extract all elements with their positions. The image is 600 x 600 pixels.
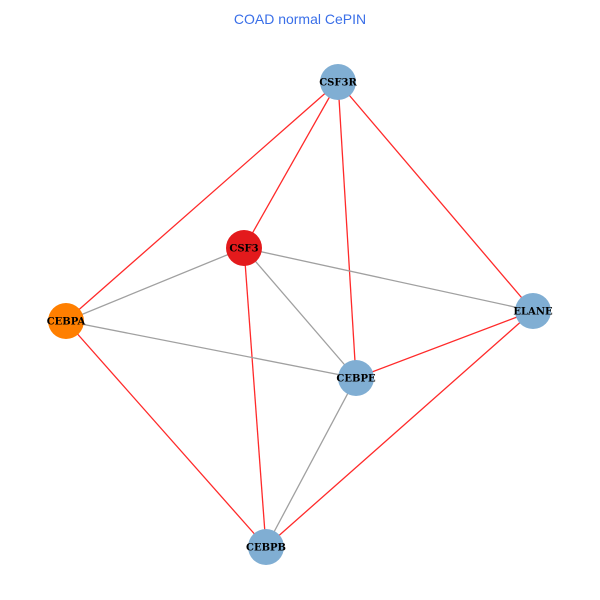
node-circle [48,303,84,339]
node-circle [248,529,284,565]
node-label: CEBPA [47,317,86,328]
edge-csf3r-csf3 [243,81,339,249]
edge-cebpe-cebpb [265,377,357,548]
node-circle [515,293,551,329]
edge-csf3-cebpa [65,247,245,322]
edge-cebpa-cebpb [65,320,267,548]
edge-csf3r-cebpa [65,81,339,322]
edge-csf3-cebpb [243,247,267,548]
node-cebpe[interactable]: CEBPE [336,360,376,396]
node-cebpb[interactable]: CEBPB [246,529,286,565]
node-cebpa[interactable]: CEBPA [47,303,86,339]
node-circle [338,360,374,396]
node-label: CEBPE [336,374,376,385]
edge-csf3r-elane [337,81,534,312]
node-elane[interactable]: ELANE [513,293,553,329]
node-csf3r[interactable]: CSF3R [319,64,357,100]
node-label: CSF3R [319,78,357,89]
node-label: CSF3 [229,244,258,255]
node-csf3[interactable]: CSF3 [226,230,262,266]
edge-elane-cebpe [355,310,534,379]
edge-csf3-cebpe [243,247,357,379]
diagram-title: COAD normal CePIN [233,11,367,27]
node-label: CEBPB [246,543,286,554]
edge-cebpa-cebpe [65,320,357,379]
node-label: ELANE [513,307,553,318]
edge-csf3r-cebpe [337,81,357,379]
node-circle [226,230,262,266]
node-circle [320,64,356,100]
edge-elane-cebpb [265,310,534,548]
edge-csf3-elane [243,247,534,312]
